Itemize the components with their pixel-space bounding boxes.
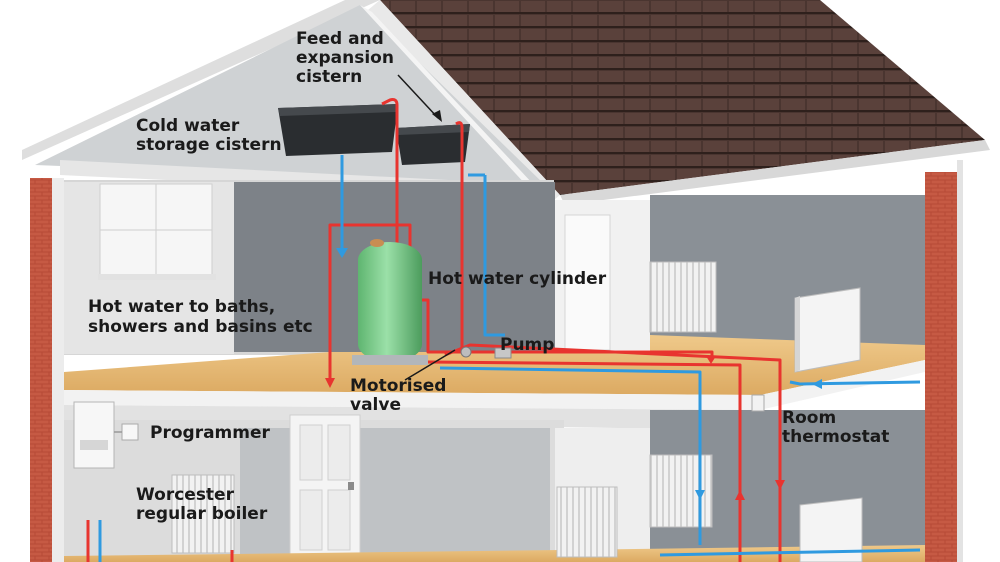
cold-cistern-label-line1: Cold water	[136, 116, 240, 136]
pump-label: Pump	[500, 335, 555, 355]
upper-doorway	[564, 214, 611, 351]
room-thermostat-label-line1: Room	[782, 408, 837, 428]
pump-device	[494, 347, 512, 359]
cold-cistern-label-line2: storage cistern	[136, 135, 282, 155]
feed-expansion-cistern	[396, 124, 470, 165]
right-brick-wall	[925, 172, 957, 562]
feed-cistern-label-line2: expansion	[296, 48, 394, 68]
motorised-valve-device	[460, 346, 472, 358]
hot-water-cylinder	[352, 239, 428, 365]
cold-pipes	[98, 155, 921, 562]
valve-label-line1: Motorised	[350, 376, 447, 396]
boiler-label-line2: regular boiler	[136, 504, 268, 524]
cold-water-storage-cistern	[278, 104, 398, 156]
ground-floor	[64, 545, 925, 562]
cylinder-label: Hot water cylinder	[428, 269, 607, 289]
room-thermostat-label-line2: thermostat	[782, 427, 890, 447]
radiator-upper-right-back	[649, 261, 717, 333]
boiler-label-line1: Worcester	[136, 485, 234, 505]
feed-cistern-label-line1: Feed and	[296, 29, 384, 49]
radiator-upper-right-front	[794, 287, 861, 373]
programmer-device	[114, 423, 139, 441]
boiler-device	[73, 401, 115, 469]
room-thermostat-device	[751, 394, 765, 412]
programmer-label: Programmer	[150, 423, 270, 443]
hot-water-label-line1: Hot water to baths,	[88, 297, 276, 317]
radiator-lower-middle	[556, 486, 618, 558]
upper-window	[98, 183, 216, 280]
hot-pipes	[86, 98, 782, 562]
radiator-lower-right-front	[799, 497, 863, 562]
left-brick-wall	[30, 178, 52, 562]
feed-cistern-label-line3: cistern	[296, 67, 363, 87]
radiator-lower-left	[171, 474, 235, 554]
flow-arrows	[325, 248, 822, 500]
hot-water-label-line2: showers and basins etc	[88, 317, 313, 337]
label-pointers	[397, 74, 456, 381]
upper-floor	[64, 335, 925, 430]
valve-label-line2: valve	[350, 395, 401, 415]
front-door	[289, 414, 361, 562]
